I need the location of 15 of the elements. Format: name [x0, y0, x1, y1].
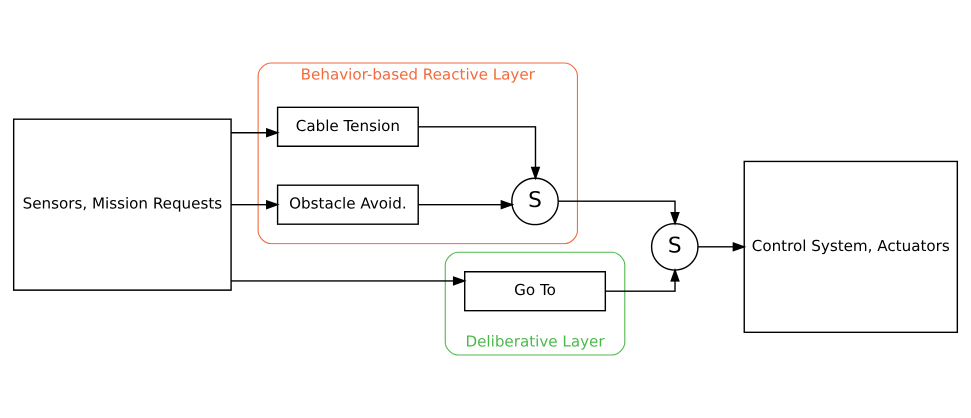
arrow: [605, 268, 680, 292]
arrow: [418, 200, 514, 210]
arrow: [558, 200, 680, 226]
node-circle: S: [650, 222, 699, 271]
node-box: Go To: [464, 271, 606, 312]
arrow: [418, 126, 540, 180]
arrow: [231, 276, 467, 286]
arrow: [231, 200, 280, 210]
arrow: [231, 128, 280, 138]
arrow: [698, 242, 746, 252]
node-box: Obstacle Avoid.: [276, 184, 419, 225]
node-box: Sensors, Mission Requests: [12, 118, 232, 291]
node-box: Control System, Actuators: [744, 160, 958, 333]
node-circle: S: [511, 178, 559, 226]
node-box: Cable Tension: [276, 106, 419, 147]
